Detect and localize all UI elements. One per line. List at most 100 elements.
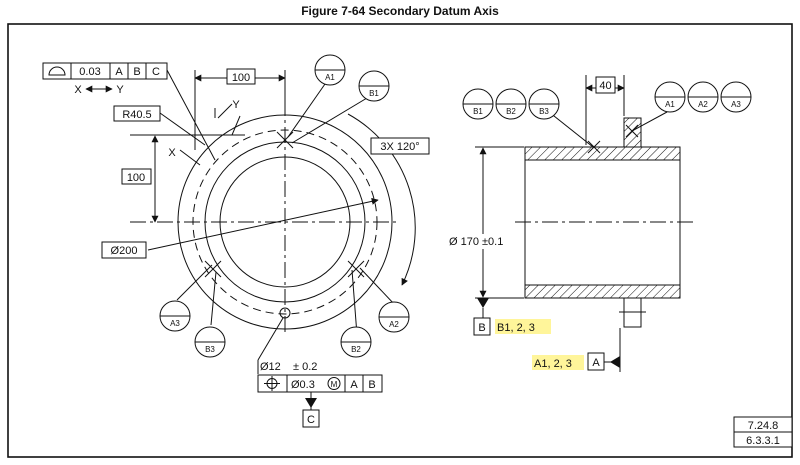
datum-a-highlight — [532, 355, 584, 370]
corner-ref-1: 7.24.8 — [748, 420, 779, 432]
radius-value: R40.5 — [122, 109, 151, 121]
diameter-leader — [147, 197, 379, 251]
target-a3: A3 — [159, 300, 191, 332]
profile-datum-3: C — [152, 66, 160, 78]
x-leader — [179, 149, 201, 166]
target-a1-label: A1 — [325, 73, 335, 82]
side-target-a1: A1 — [654, 81, 686, 113]
side-target-b3: B3 — [528, 88, 560, 120]
pattern-arc — [347, 113, 416, 286]
datum-c-label: C — [307, 414, 315, 426]
mmc-modifier-icon — [327, 377, 341, 390]
profile-datum-1: A — [115, 66, 123, 78]
side-target-cross-b — [587, 140, 601, 154]
axis-x-label: X — [168, 147, 176, 159]
diameter-box — [101, 241, 147, 259]
top-wall-section — [524, 146, 681, 161]
corner-ref-2: 6.3.3.1 — [746, 435, 780, 447]
target-a2: A2 — [378, 301, 410, 333]
side-target-a2-label: A2 — [698, 100, 708, 109]
a1-leader — [287, 83, 326, 138]
position-icon — [264, 376, 280, 391]
a2-leader — [359, 267, 396, 306]
bottom-wall-section — [524, 284, 681, 299]
axis-tick — [231, 115, 241, 136]
profile-tolerance: 0.03 — [79, 66, 100, 78]
side-target-a3-label: A3 — [731, 100, 741, 109]
dim-40-box — [595, 76, 616, 94]
position-datum-2: B — [368, 379, 375, 391]
position-datum-1: A — [350, 379, 358, 391]
target-cross-top — [276, 131, 294, 149]
side-b-leader — [548, 111, 594, 148]
xy-arrow-x: X — [74, 84, 82, 96]
profile-datum-2: B — [133, 66, 140, 78]
datum-b-label: B — [478, 322, 485, 334]
side-target-b2-label: B2 — [506, 107, 516, 116]
side-target-a2: A2 — [687, 81, 719, 113]
figure-title: Figure 7-64 Secondary Datum Axis — [301, 4, 499, 18]
b1-leader — [291, 94, 373, 144]
side-target-a1-label: A1 — [665, 100, 675, 109]
pattern-box — [370, 137, 430, 155]
target-b3: B3 — [194, 326, 226, 358]
corner-reference: 7.24.8 6.3.3.1 — [733, 416, 793, 448]
side-view — [475, 75, 695, 372]
flange-top — [623, 117, 642, 148]
target-b1-label: B1 — [369, 89, 379, 98]
profile-surface-icon — [48, 66, 66, 76]
side-target-b2: B2 — [495, 88, 527, 120]
hole-tol: ± 0.2 — [293, 361, 317, 373]
datum-a-targets: A1, 2, 3 — [534, 358, 572, 370]
side-target-b1-label: B1 — [473, 107, 483, 116]
position-tolerance: Ø0.3 — [291, 379, 315, 391]
target-b2: B2 — [340, 326, 372, 358]
hole — [279, 307, 291, 319]
side-target-b3-label: B3 — [539, 107, 549, 116]
axis-y-label: Y — [232, 99, 240, 111]
radius-leader — [159, 112, 206, 146]
diameter-170-bg — [447, 234, 517, 249]
datum-b-box — [473, 317, 491, 336]
b2-leader — [351, 269, 358, 336]
dim-left-value: 100 — [127, 172, 145, 184]
target-cross-lower-left — [204, 260, 222, 278]
profile-fcf: 0.03 A B C — [42, 62, 168, 80]
hole-dim: Ø12 — [260, 361, 281, 373]
a3-leader — [176, 264, 213, 301]
target-cross-lower-right — [347, 260, 365, 278]
datum-b-targets: B1, 2, 3 — [497, 322, 535, 334]
datum-b-highlight — [495, 319, 551, 334]
dim-top-box — [226, 68, 256, 85]
y-leader — [217, 103, 233, 119]
datum-b-triangle — [477, 298, 489, 308]
profile-fcf-leader — [166, 69, 216, 161]
datum-c-triangle — [305, 398, 317, 408]
target-a1: A1 — [314, 54, 346, 86]
target-b1: B1 — [358, 70, 390, 102]
datum-a-label: A — [592, 357, 600, 369]
target-a3-label: A3 — [170, 319, 180, 328]
xy-arrow-y: Y — [116, 84, 124, 96]
side-target-b1: B1 — [462, 88, 494, 120]
diameter-170-value: Ø 170 ±0.1 — [449, 236, 503, 248]
datum-c-box — [302, 409, 320, 428]
position-modifier: M — [331, 380, 338, 389]
side-a-leader — [631, 111, 668, 132]
target-b3-label: B3 — [205, 345, 215, 354]
radius-box — [113, 105, 161, 122]
datum-a-box — [587, 352, 605, 371]
diameter-value: Ø200 — [111, 245, 138, 257]
b3-leader — [210, 271, 217, 326]
dim-left-box — [121, 168, 152, 185]
dim-40-value: 40 — [599, 80, 611, 92]
target-a2-label: A2 — [389, 320, 399, 329]
pattern-value: 3X 120° — [380, 141, 419, 153]
front-view — [130, 69, 416, 410]
drawing-frame — [7, 23, 793, 458]
side-target-a3: A3 — [720, 81, 752, 113]
target-b2-label: B2 — [351, 345, 361, 354]
dim-top-value: 100 — [232, 72, 250, 84]
position-fcf: Ø0.3 M A B — [257, 374, 383, 393]
